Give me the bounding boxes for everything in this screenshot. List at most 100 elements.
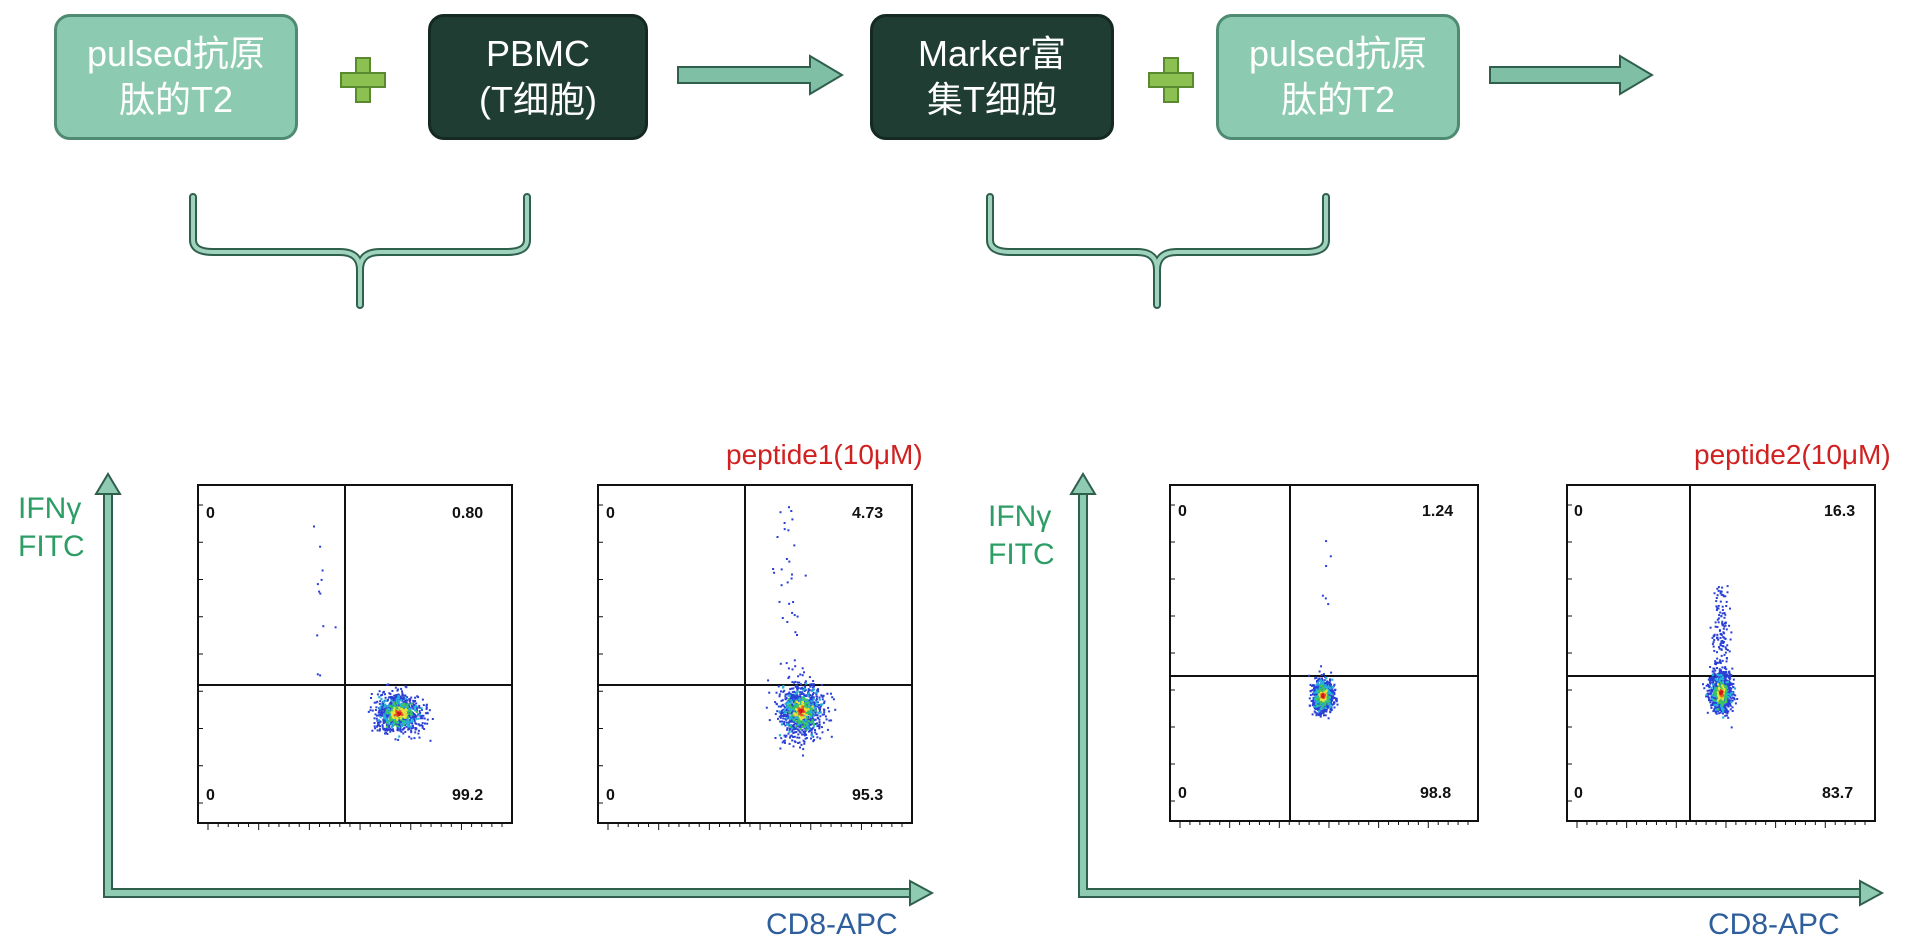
- event-dot: [1724, 674, 1727, 677]
- event-dot: [1721, 672, 1724, 675]
- density-dot: [1327, 685, 1330, 688]
- event-dot: [1725, 704, 1727, 707]
- event-dot: [404, 699, 407, 702]
- event-dot: [781, 709, 784, 712]
- event-dot: [830, 735, 833, 738]
- event-dot: [1725, 711, 1728, 714]
- plot-frame: [597, 484, 913, 824]
- event-dot: [1720, 654, 1723, 657]
- event-dot: [810, 702, 813, 705]
- event-dot: [410, 717, 413, 720]
- event-dot: [1719, 629, 1721, 632]
- density-dot: [810, 721, 813, 724]
- density-dot: [404, 716, 407, 719]
- event-dot: [1710, 706, 1713, 709]
- event-dot: [817, 704, 820, 707]
- event-dot: [1723, 632, 1726, 635]
- event-dot: [823, 711, 826, 714]
- density-dot: [406, 715, 409, 718]
- event-dot: [813, 704, 816, 707]
- density-dot: [802, 725, 806, 728]
- event-dot: [1714, 673, 1717, 676]
- event-dot: [1718, 712, 1721, 715]
- density-dot: [1721, 675, 1724, 678]
- density-dot: [1713, 694, 1716, 698]
- event-dot: [802, 730, 805, 733]
- density-dot: [804, 707, 807, 710]
- event-dot: [388, 728, 391, 731]
- event-dot: [414, 731, 417, 734]
- event-dot: [803, 685, 806, 688]
- density-dot: [1324, 702, 1327, 705]
- event-dot: [386, 699, 389, 702]
- event-dot: [1732, 682, 1735, 685]
- density-dot: [812, 711, 815, 714]
- density-dot: [790, 714, 793, 717]
- density-dot: [814, 706, 817, 709]
- event-dot: [1712, 641, 1715, 644]
- event-dot: [779, 662, 782, 665]
- event-dot: [1711, 643, 1714, 646]
- event-dot: [398, 724, 401, 727]
- density-dot: [1314, 695, 1317, 698]
- density-dot: [1321, 687, 1324, 690]
- event-dot: [814, 714, 817, 717]
- density-dot: [1328, 696, 1331, 699]
- density-dot: [1721, 693, 1724, 697]
- event-dot: [1729, 686, 1732, 689]
- density-dot: [383, 705, 386, 708]
- event-dot: [1714, 706, 1717, 709]
- event-dot: [777, 705, 780, 708]
- density-dot: [401, 703, 404, 706]
- event-dot: [803, 740, 806, 743]
- event-dot: [783, 720, 786, 723]
- event-dot: [390, 695, 393, 698]
- density-dot: [1327, 689, 1330, 692]
- density-dot: [808, 702, 811, 706]
- event-dot: [1712, 703, 1715, 706]
- event-dot: [794, 696, 797, 699]
- event-dot: [417, 713, 420, 716]
- event-dot: [790, 510, 793, 512]
- event-dot: [1730, 697, 1733, 700]
- density-dot: [382, 700, 385, 703]
- density-dot: [809, 711, 812, 714]
- event-dot: [1724, 621, 1727, 624]
- event-dot: [390, 720, 393, 723]
- event-dot: [409, 719, 411, 722]
- event-dot: [801, 667, 804, 670]
- event-dot: [810, 704, 813, 707]
- density-dot: [398, 726, 401, 729]
- event-dot: [1728, 699, 1731, 702]
- event-dot: [781, 699, 784, 702]
- event-dot: [410, 729, 413, 732]
- event-dot: [373, 701, 376, 704]
- event-dot: [391, 704, 394, 707]
- event-dot: [1711, 699, 1714, 702]
- flow-arrow: [677, 54, 844, 96]
- quadrant-ur: 1.24: [1422, 503, 1454, 520]
- event-dot: [1330, 696, 1332, 699]
- event-dot: [378, 710, 381, 713]
- event-dot: [1714, 710, 1717, 713]
- density-dot: [805, 723, 808, 726]
- event-dot: [371, 729, 374, 732]
- density-dot: [389, 715, 392, 718]
- event-dot: [791, 719, 793, 722]
- density-dot: [788, 694, 791, 697]
- event-dot: [1712, 674, 1715, 677]
- event-dot: [1324, 676, 1327, 679]
- density-dot: [1726, 681, 1729, 684]
- event-dot: [815, 733, 818, 736]
- density-dot: [1722, 685, 1725, 689]
- density-dot: [403, 720, 406, 723]
- event-dot: [388, 725, 391, 728]
- density-dot: [386, 725, 389, 728]
- event-dot: [794, 694, 797, 697]
- density-dot: [396, 697, 399, 700]
- event-dot: [1716, 587, 1719, 590]
- event-dot: [414, 696, 417, 699]
- event-dot: [791, 711, 794, 714]
- density-dot: [401, 708, 404, 711]
- event-dot: [1722, 672, 1725, 675]
